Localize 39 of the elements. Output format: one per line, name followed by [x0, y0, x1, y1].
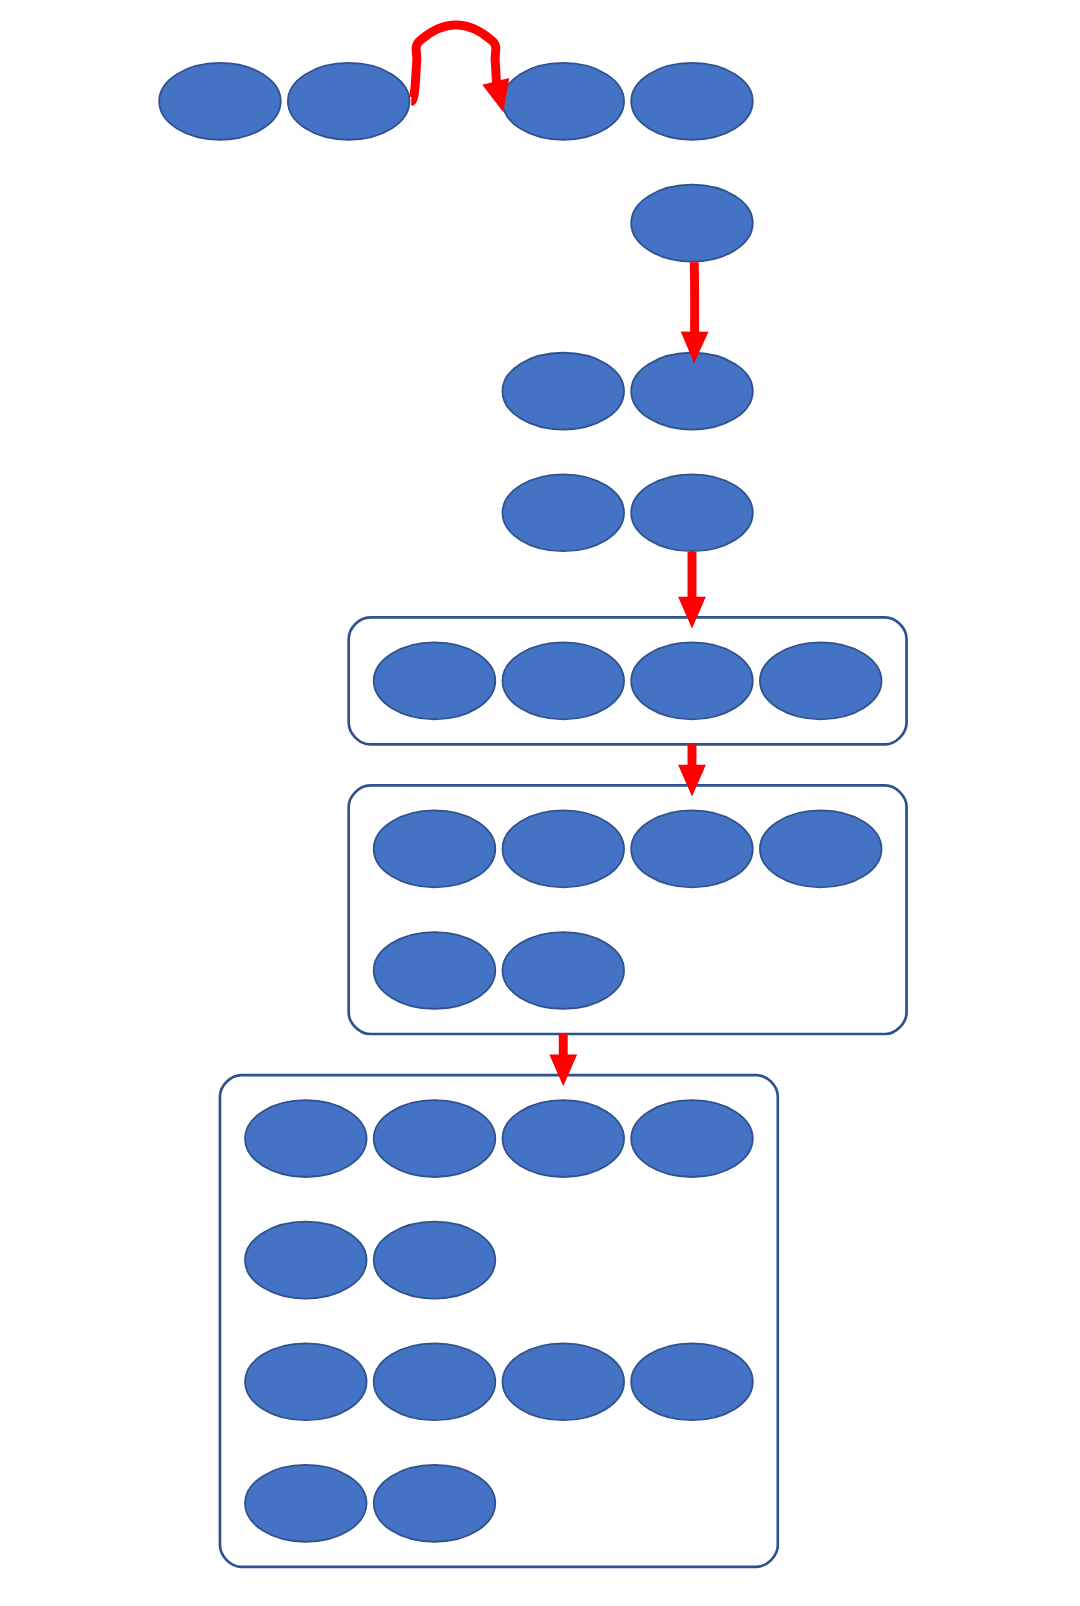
node-ellipse [501, 351, 625, 431]
arrow [407, 20, 510, 113]
node-ellipse [372, 1342, 497, 1422]
node-ellipse [372, 641, 497, 721]
arrow [678, 551, 706, 629]
node-ellipse [372, 1464, 497, 1543]
node-ellipse [501, 931, 625, 1010]
node-ellipse [372, 1099, 497, 1178]
node-ellipse [372, 931, 497, 1010]
node-ellipse [630, 351, 754, 431]
node-ellipse [501, 62, 625, 141]
cluster [218, 1073, 780, 1569]
node-ellipse [759, 641, 883, 721]
node-ellipse [244, 1099, 368, 1178]
node-ellipse [630, 183, 754, 263]
node-ellipse [630, 641, 754, 721]
node-ellipse [244, 1464, 368, 1543]
cluster [347, 784, 908, 1036]
arrow [678, 744, 706, 797]
node-ellipse [630, 1099, 754, 1178]
node-ellipse [501, 473, 625, 553]
node-ellipse [244, 1220, 368, 1300]
node-ellipse [759, 809, 883, 889]
node-ellipse [630, 473, 754, 553]
node-ellipse [630, 1342, 754, 1422]
node-ellipse [287, 62, 411, 141]
node-ellipse [501, 1342, 625, 1422]
arrow [549, 1033, 578, 1087]
node-ellipse [501, 809, 625, 889]
node-ellipse [630, 809, 754, 889]
cluster [347, 616, 908, 746]
node-ellipse [501, 641, 625, 721]
node-ellipse [158, 62, 282, 141]
node-ellipse [244, 1342, 368, 1422]
arrow [680, 262, 709, 364]
node-ellipse [372, 1220, 497, 1300]
node-ellipse [501, 1099, 625, 1178]
node-ellipse [630, 62, 754, 141]
node-ellipse [372, 809, 497, 889]
